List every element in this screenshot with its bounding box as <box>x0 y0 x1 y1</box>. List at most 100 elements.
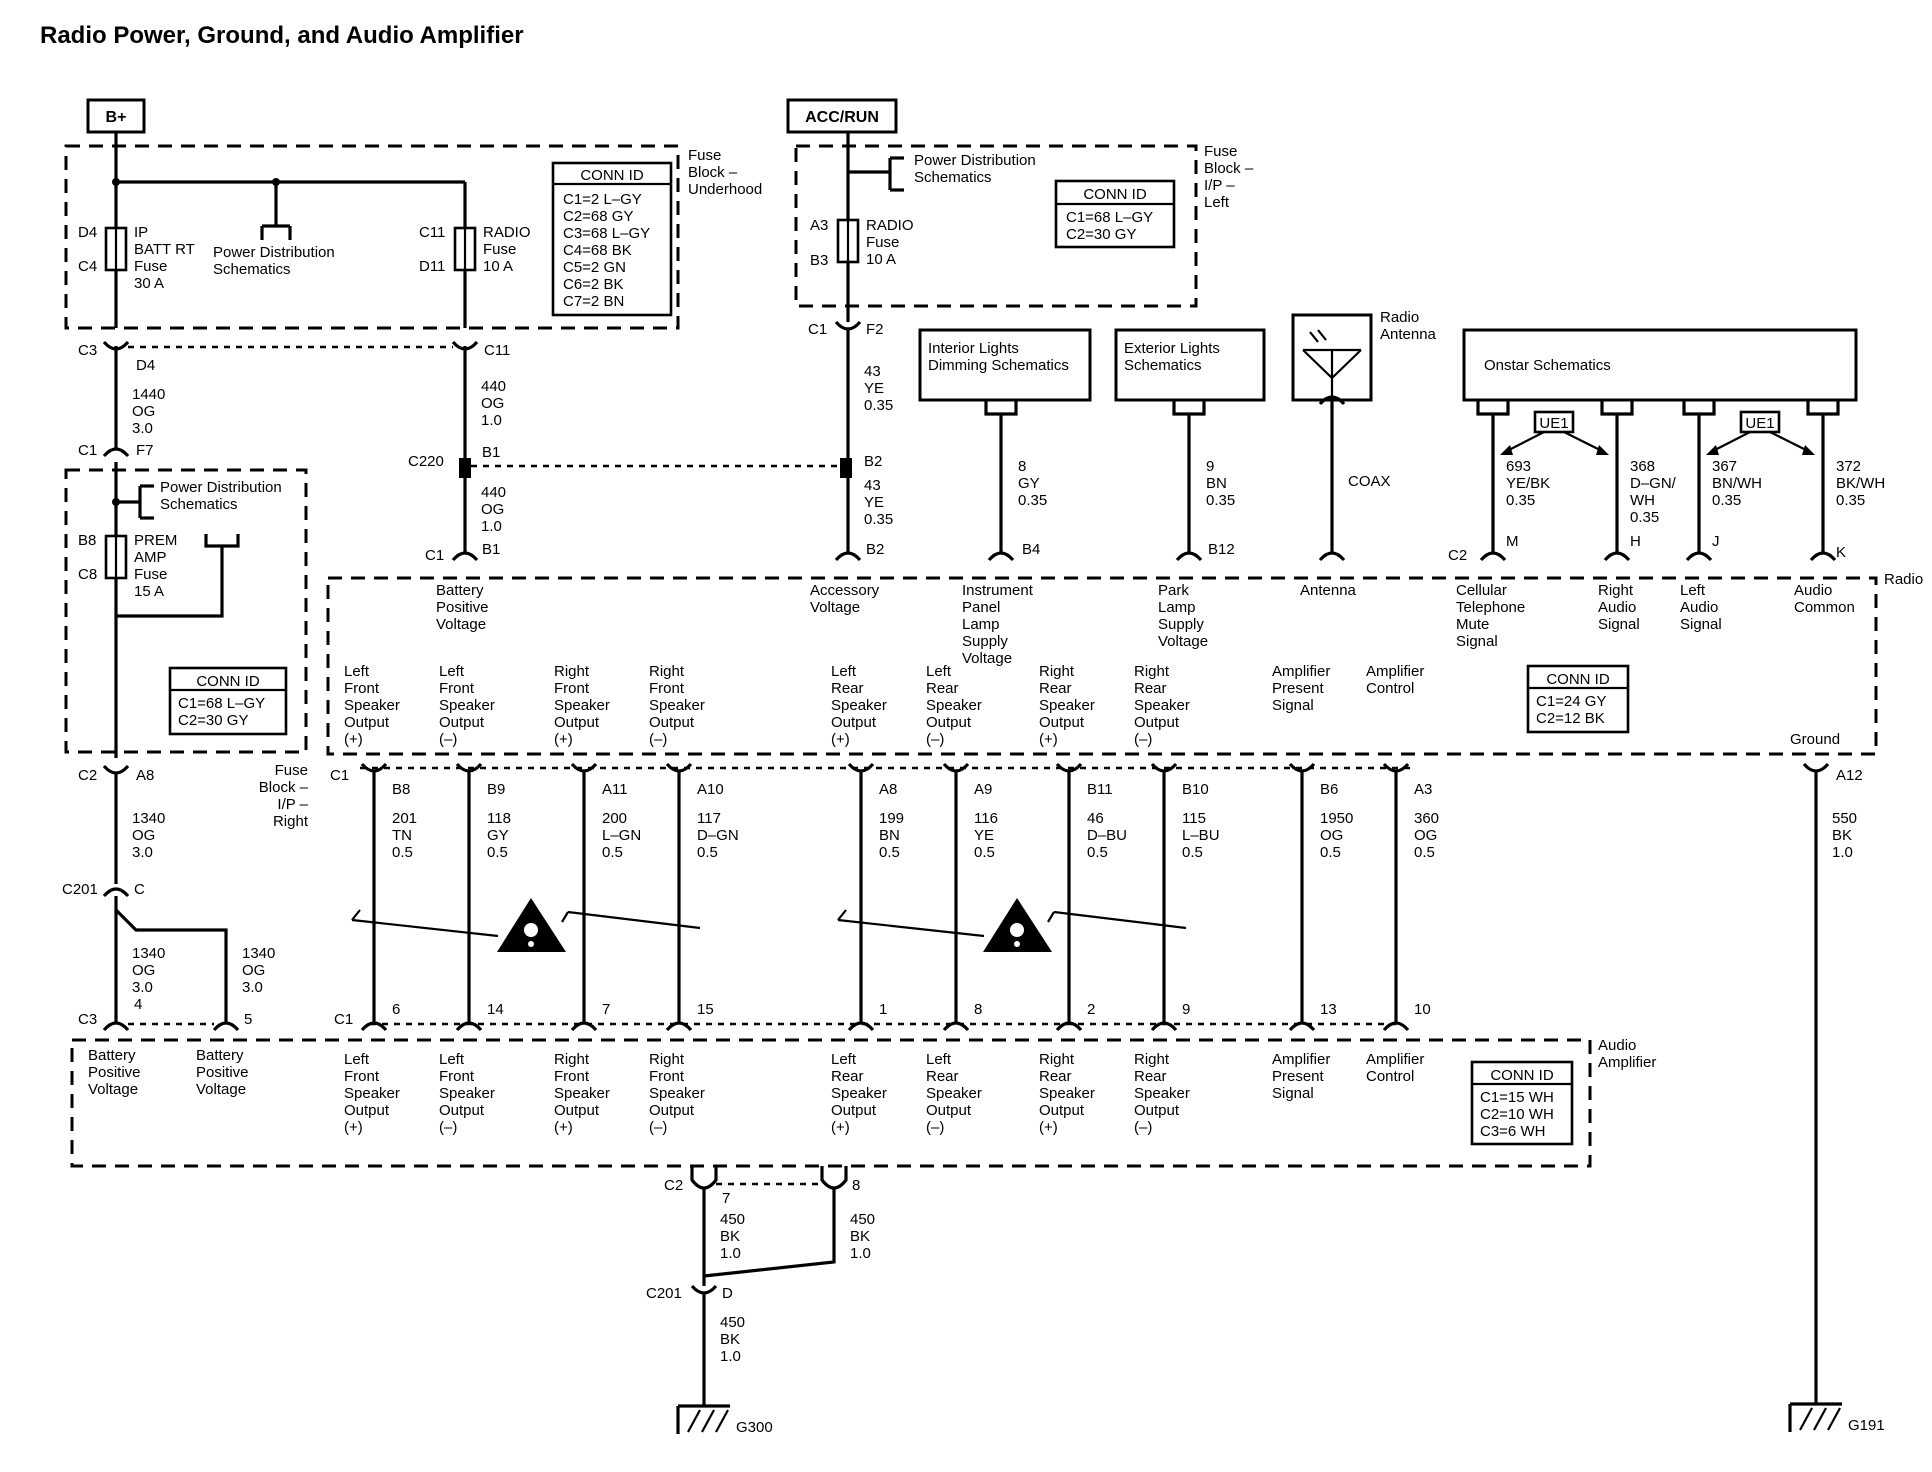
svg-text:0.35: 0.35 <box>864 397 893 414</box>
svg-text:450: 450 <box>850 1211 875 1228</box>
wire-8-label: 8 GY 0.35 <box>1018 458 1047 509</box>
radio-pin-label: Front <box>439 680 475 697</box>
speaker-wire-label: 0.5 <box>1087 844 1108 861</box>
amp-pin-number: 7 <box>602 1001 610 1018</box>
svg-text:Park: Park <box>1158 582 1189 599</box>
radio-pin-label: Right <box>554 663 590 680</box>
svg-text:Schematics: Schematics <box>1124 357 1202 374</box>
svg-text:Audio: Audio <box>1794 582 1832 599</box>
svg-text:Panel: Panel <box>962 599 1000 616</box>
svg-text:440: 440 <box>481 378 506 395</box>
svg-text:BN: BN <box>1206 475 1227 492</box>
radio-pin-label: Amplifier <box>1272 663 1330 680</box>
svg-text:I/P –: I/P – <box>1204 177 1235 194</box>
connector-c2-m-label: C2 M <box>1448 533 1519 564</box>
speaker-wire-label: TN <box>392 827 412 844</box>
ground-g300-icon <box>676 1404 730 1434</box>
svg-text:Mute: Mute <box>1456 616 1489 633</box>
svg-text:Positive: Positive <box>88 1064 141 1081</box>
svg-text:Schematics: Schematics <box>213 261 291 278</box>
wire-1340-upper-label: 1340 OG 3.0 <box>132 810 165 861</box>
audio-amplifier-module <box>70 1038 1592 1168</box>
radio-pin-label: Rear <box>1134 680 1167 697</box>
svg-text:CONN ID: CONN ID <box>1490 1067 1554 1084</box>
svg-text:Block –: Block – <box>1204 160 1254 177</box>
connector-amp-5-icon <box>212 1021 240 1032</box>
svg-text:BK: BK <box>720 1228 740 1245</box>
wire-450-b <box>703 1188 836 1278</box>
connector-c220-b2-icon <box>840 458 852 478</box>
amp-pin-label: (+) <box>554 1119 573 1136</box>
amp-pin-label: Rear <box>1039 1068 1072 1085</box>
svg-text:0.35: 0.35 <box>1018 492 1047 509</box>
radio-speaker-connector-icon <box>1288 762 1316 773</box>
svg-text:C5=2 GN: C5=2 GN <box>563 259 626 276</box>
amp-speaker-connector-icon <box>942 1021 970 1032</box>
speaker-wire-label: L–BU <box>1182 827 1220 844</box>
svg-text:Radio: Radio <box>1380 309 1419 326</box>
amp-pin-label: Speaker <box>554 1085 610 1102</box>
svg-text:C2=30 GY: C2=30 GY <box>178 712 248 729</box>
svg-text:1.0: 1.0 <box>850 1245 871 1262</box>
svg-text:Power Distribution: Power Distribution <box>213 244 335 261</box>
svg-text:C1=68 L–GY: C1=68 L–GY <box>178 695 265 712</box>
radio-top-pin-labels: Battery Positive Voltage Accessory Volta… <box>436 582 1855 667</box>
connector-c2-a8-label: C2 A8 <box>78 767 154 784</box>
coax-label: COAX <box>1348 473 1391 490</box>
svg-text:Fuse: Fuse <box>688 147 721 164</box>
radio-pin-label: (+) <box>831 731 850 748</box>
radio-pin-label: (+) <box>344 731 363 748</box>
amp-pin-label: (+) <box>1039 1119 1058 1136</box>
connector-8-label: 8 <box>852 1177 860 1194</box>
connector-radio-a12-icon <box>1802 762 1830 773</box>
connector-c201-d-label: C201 D <box>646 1285 733 1302</box>
radio-pin-label: Speaker <box>831 697 887 714</box>
svg-text:F7: F7 <box>136 442 154 459</box>
radio-pin-label: Rear <box>831 680 864 697</box>
radio-antenna-label: Radio Antenna <box>1380 309 1437 343</box>
wire-450-a-label: 450 BK 1.0 <box>720 1211 745 1262</box>
radio-pin-number: A10 <box>697 781 724 798</box>
speaker-wire-label: 0.5 <box>392 844 413 861</box>
svg-text:Signal: Signal <box>1456 633 1498 650</box>
radio-speaker-connector-icon <box>942 762 970 773</box>
wire-1340-lower-label-2: 1340 OG 3.0 <box>242 945 275 996</box>
radio-pin-label: Speaker <box>926 697 982 714</box>
radio-pin-number: B10 <box>1182 781 1209 798</box>
wire-1340-lower-label-1: 1340 OG 3.0 <box>132 945 165 996</box>
amp-pin-label: Output <box>554 1102 600 1119</box>
wire-440-upper-label: 440 OG 1.0 <box>481 378 506 429</box>
connector-c2-a8-icon <box>102 764 130 775</box>
wire-450-b-label: 450 BK 1.0 <box>850 1211 875 1262</box>
radio-pin-number: B8 <box>392 781 410 798</box>
conn-id-ip-right <box>168 666 288 736</box>
svg-text:1.0: 1.0 <box>720 1348 741 1365</box>
svg-text:C2=30 GY: C2=30 GY <box>1066 226 1136 243</box>
radio-pin-label: Right <box>649 663 685 680</box>
svg-text:3.0: 3.0 <box>242 979 263 996</box>
radio-pin-label: (–) <box>926 731 944 748</box>
amp-pin-label: Speaker <box>649 1085 705 1102</box>
fuse-block-underhood <box>64 144 680 330</box>
wire-550-label: 550 BK 1.0 <box>1832 810 1857 861</box>
svg-text:9: 9 <box>1206 458 1214 475</box>
amp-pin-label: (–) <box>1134 1119 1152 1136</box>
connector-c220-b1-label: C220 B1 <box>408 444 500 470</box>
speaker-circuits: LeftFrontSpeakerOutput(+)LeftFrontSpeake… <box>344 663 1439 1136</box>
svg-text:0.35: 0.35 <box>1630 509 1659 526</box>
svg-text:A8: A8 <box>136 767 154 784</box>
svg-text:Audio: Audio <box>1598 599 1636 616</box>
svg-text:Block –: Block – <box>259 779 309 796</box>
svg-text:Battery: Battery <box>88 1047 136 1064</box>
fuse-block-underhood-label: Fuse Block – Underhood <box>688 147 762 198</box>
radio-pin-label: Output <box>344 714 390 731</box>
amp-pin-label: Output <box>649 1102 695 1119</box>
svg-text:GY: GY <box>1018 475 1040 492</box>
speaker-wire-label: 0.5 <box>697 844 718 861</box>
connector-c11-label: C11 <box>484 342 510 359</box>
svg-text:B8: B8 <box>78 532 96 549</box>
svg-text:Amplifier: Amplifier <box>1598 1054 1656 1071</box>
svg-text:Lamp: Lamp <box>962 616 1000 633</box>
svg-text:10 A: 10 A <box>866 251 896 268</box>
speaker-wire-label: 0.5 <box>974 844 995 861</box>
